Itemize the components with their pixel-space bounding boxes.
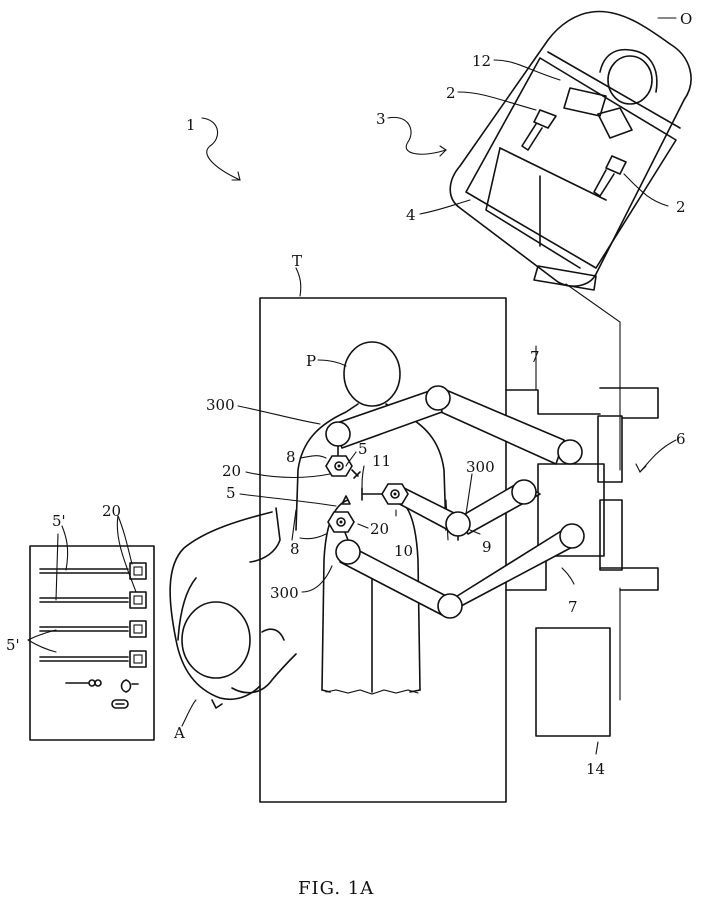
label-system: 1 <box>186 116 196 134</box>
label-endoscope-lower: 8 <box>290 540 300 558</box>
label-arm-upper: 7 <box>530 348 540 366</box>
processor-box <box>536 628 610 736</box>
label-assistant: A <box>173 724 185 742</box>
label-camera: 10 <box>394 542 413 560</box>
label-sterile-adapter-upper: 20 <box>222 462 241 480</box>
tool-row-4 <box>40 651 146 667</box>
label-adapter-scope: 300 <box>466 458 495 476</box>
instrument-adapter-lower <box>328 512 354 532</box>
instrument-adapter-upper <box>326 456 352 476</box>
label-operator: O <box>680 10 692 28</box>
label-sterile-adapter-lower: 20 <box>370 520 389 538</box>
label-adapter-top: 300 <box>206 396 235 414</box>
label-light: 11 <box>372 452 391 470</box>
label-scope-arm: 9 <box>482 538 492 556</box>
figure-caption: FIG. 1A <box>298 878 374 899</box>
label-master-upper: 2 <box>446 84 456 102</box>
label-adapter-bottom: 300 <box>270 584 299 602</box>
display-box <box>564 88 606 116</box>
label-patient: P <box>306 352 316 370</box>
label-processor: 14 <box>586 760 605 778</box>
label-master-lower: 2 <box>676 198 686 216</box>
label-instrument-lower: 5 <box>226 484 236 502</box>
tool-row-3 <box>40 621 146 637</box>
label-arm-lower: 7 <box>568 598 578 616</box>
small-tools <box>66 680 138 708</box>
assistant-head <box>182 602 250 678</box>
tool-tray <box>30 546 154 740</box>
master-controller-upper <box>522 110 556 150</box>
label-cart: 6 <box>676 430 686 448</box>
label-station: 3 <box>376 110 386 128</box>
patient-head <box>344 342 400 406</box>
label-display: 12 <box>472 52 491 70</box>
leader-lines <box>28 18 676 754</box>
label-tool-tray-top: 5' <box>52 512 66 530</box>
master-controller-lower <box>594 156 626 196</box>
operator-head <box>600 50 657 104</box>
label-tool-tray-side: 5' <box>6 636 20 654</box>
surgeon-console <box>450 11 691 470</box>
assistant <box>170 508 296 708</box>
label-console: 4 <box>406 206 416 224</box>
camera-adapter <box>362 484 408 504</box>
label-table: T <box>292 252 302 270</box>
label-sterile-adapter-tray: 20 <box>102 502 121 520</box>
label-endoscope-upper: 8 <box>286 448 296 466</box>
label-instrument-upper: 5 <box>358 440 368 458</box>
